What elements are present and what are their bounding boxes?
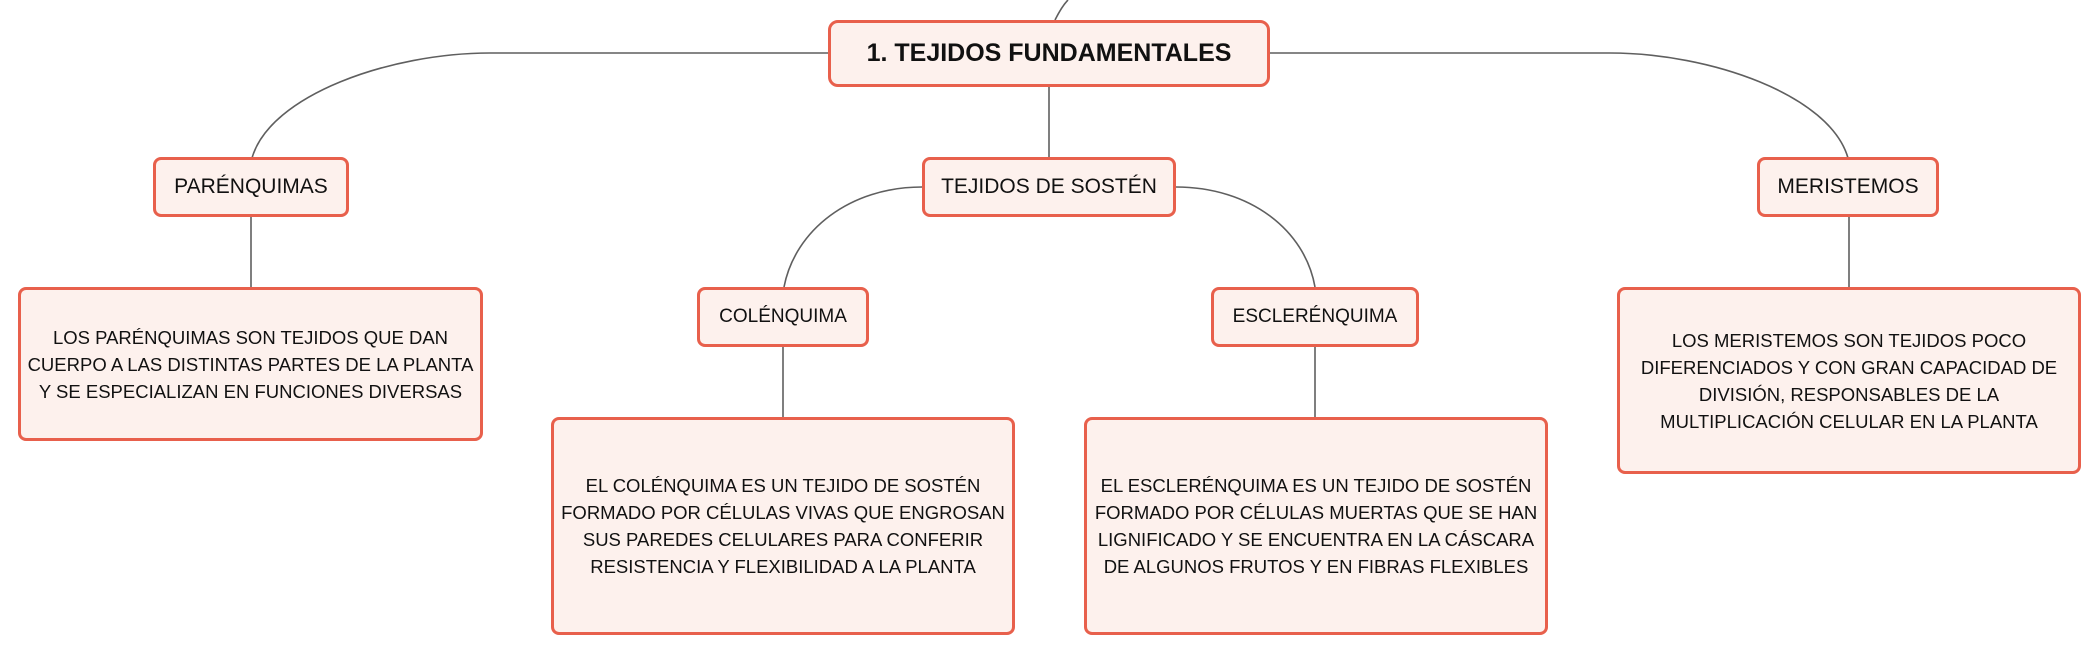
meristemos-description: LOS MERISTEMOS SON TEJIDOS POCO DIFERENC… <box>1640 329 2058 432</box>
parenquimas-node[interactable]: PARÉNQUIMAS <box>153 157 349 217</box>
connector-sosten-to-colenquima <box>783 186 923 288</box>
esclerenquima-description-node[interactable]: EL ESCLERÉNQUIMA ES UN TEJIDO DE SOSTÉN … <box>1084 417 1548 635</box>
root-label: 1. TEJIDOS FUNDAMENTALES <box>866 39 1232 67</box>
parenquimas-label: PARÉNQUIMAS <box>174 175 328 198</box>
parenquimas-description-node[interactable]: LOS PARÉNQUIMAS SON TEJIDOS QUE DAN CUER… <box>18 287 483 441</box>
esclerenquima-label: ESCLERÉNQUIMA <box>1232 306 1398 327</box>
sosten-node[interactable]: TEJIDOS DE SOSTÉN <box>922 157 1176 217</box>
meristemos-description-node[interactable]: LOS MERISTEMOS SON TEJIDOS POCO DIFERENC… <box>1617 287 2081 474</box>
colenquima-label: COLÉNQUIMA <box>719 306 847 327</box>
meristemos-label: MERISTEMOS <box>1777 175 1919 198</box>
connector-root-to-parenquimas <box>251 52 828 159</box>
esclerenquima-node[interactable]: ESCLERÉNQUIMA <box>1211 287 1419 347</box>
parenquimas-description: LOS PARÉNQUIMAS SON TEJIDOS QUE DAN CUER… <box>27 326 474 402</box>
colenquima-description: EL COLÉNQUIMA ES UN TEJIDO DE SOSTÉN FOR… <box>561 475 1005 577</box>
sosten-label: TEJIDOS DE SOSTÉN <box>941 175 1157 198</box>
colenquima-description-node[interactable]: EL COLÉNQUIMA ES UN TEJIDO DE SOSTÉN FOR… <box>551 417 1015 635</box>
esclerenquima-description: EL ESCLERÉNQUIMA ES UN TEJIDO DE SOSTÉN … <box>1094 475 1538 577</box>
connector-sosten-to-esclerenquima <box>1175 186 1316 288</box>
connector-root-to-meristemos <box>1270 52 1849 159</box>
meristemos-node[interactable]: MERISTEMOS <box>1757 157 1939 217</box>
connector-parent-to-root <box>1054 0 1069 21</box>
colenquima-node[interactable]: COLÉNQUIMA <box>697 287 869 347</box>
root-node[interactable]: 1. TEJIDOS FUNDAMENTALES <box>828 20 1270 87</box>
